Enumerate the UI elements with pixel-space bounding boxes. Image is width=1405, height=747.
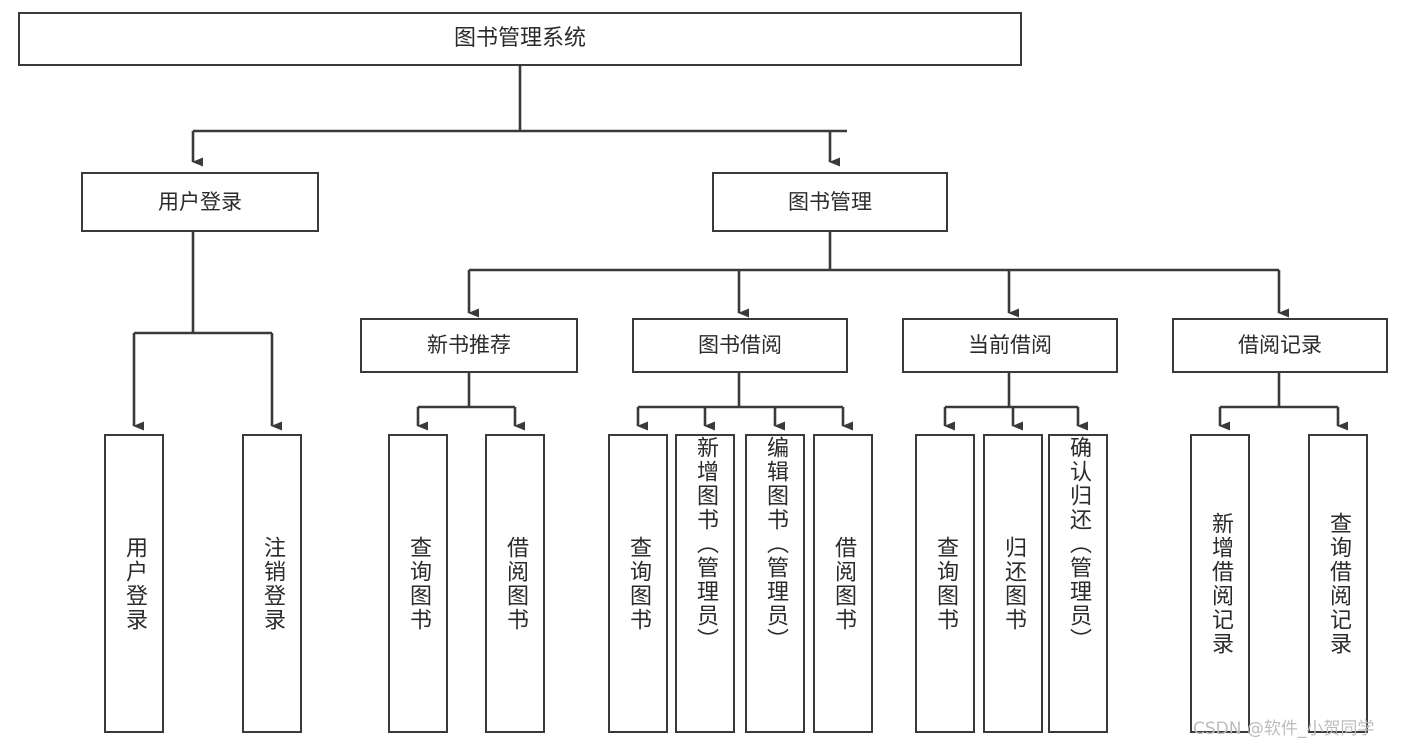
csdn-watermark: CSDN @软件_小贺同学 — [1193, 719, 1375, 739]
node-current-borrow[interactable]: 当前借阅 — [902, 318, 1118, 373]
node-leaf-query-book-2-label: 查询图书 — [626, 535, 651, 632]
node-leaf-return-book-label: 归还图书 — [1001, 535, 1026, 632]
node-leaf-borrow-book-1-label: 借阅图书 — [503, 535, 528, 632]
node-leaf-query-record-label: 查询借阅记录 — [1326, 511, 1351, 656]
node-book-borrow-label: 图书借阅 — [698, 333, 782, 358]
node-root-label: 图书管理系统 — [453, 26, 586, 52]
node-leaf-borrow-book-2[interactable]: 借阅图书 — [813, 434, 873, 733]
node-leaf-add-record-label: 新增借阅记录 — [1208, 511, 1233, 656]
node-book-management[interactable]: 图书管理 — [712, 172, 948, 232]
node-book-management-label: 图书管理 — [788, 189, 872, 214]
node-user-login[interactable]: 用户登录 — [81, 172, 319, 232]
node-leaf-query-book-3-label: 查询图书 — [933, 535, 958, 632]
node-leaf-borrow-book-1[interactable]: 借阅图书 — [485, 434, 545, 733]
node-leaf-add-record[interactable]: 新增借阅记录 — [1190, 434, 1250, 733]
node-leaf-query-record[interactable]: 查询借阅记录 — [1308, 434, 1368, 733]
node-leaf-user-login[interactable]: 用户登录 — [104, 434, 164, 733]
node-leaf-confirm-return[interactable]: 确认归还（管理员） — [1048, 434, 1108, 733]
node-borrow-record[interactable]: 借阅记录 — [1172, 318, 1388, 373]
node-new-book-recommend-label: 新书推荐 — [427, 333, 511, 358]
node-user-login-label: 用户登录 — [158, 189, 242, 214]
node-leaf-confirm-return-label: 确认归还（管理员） — [1066, 436, 1091, 652]
node-leaf-logout[interactable]: 注销登录 — [242, 434, 302, 733]
node-leaf-return-book[interactable]: 归还图书 — [983, 434, 1043, 733]
node-book-borrow[interactable]: 图书借阅 — [632, 318, 848, 373]
node-leaf-add-book-label: 新增图书（管理员） — [693, 436, 718, 652]
node-leaf-query-book-3[interactable]: 查询图书 — [915, 434, 975, 733]
node-root[interactable]: 图书管理系统 — [18, 12, 1022, 66]
node-current-borrow-label: 当前借阅 — [968, 333, 1052, 358]
node-leaf-query-book-2[interactable]: 查询图书 — [608, 434, 668, 733]
node-borrow-record-label: 借阅记录 — [1238, 333, 1322, 358]
node-leaf-logout-label: 注销登录 — [260, 535, 285, 632]
node-leaf-add-book[interactable]: 新增图书（管理员） — [675, 434, 735, 733]
node-leaf-user-login-label: 用户登录 — [122, 535, 147, 632]
node-leaf-query-book-1-label: 查询图书 — [406, 535, 431, 632]
node-leaf-edit-book[interactable]: 编辑图书（管理员） — [745, 434, 805, 733]
node-leaf-query-book-1[interactable]: 查询图书 — [388, 434, 448, 733]
node-leaf-borrow-book-2-label: 借阅图书 — [831, 535, 856, 632]
node-leaf-edit-book-label: 编辑图书（管理员） — [763, 436, 788, 652]
node-new-book-recommend[interactable]: 新书推荐 — [360, 318, 578, 373]
